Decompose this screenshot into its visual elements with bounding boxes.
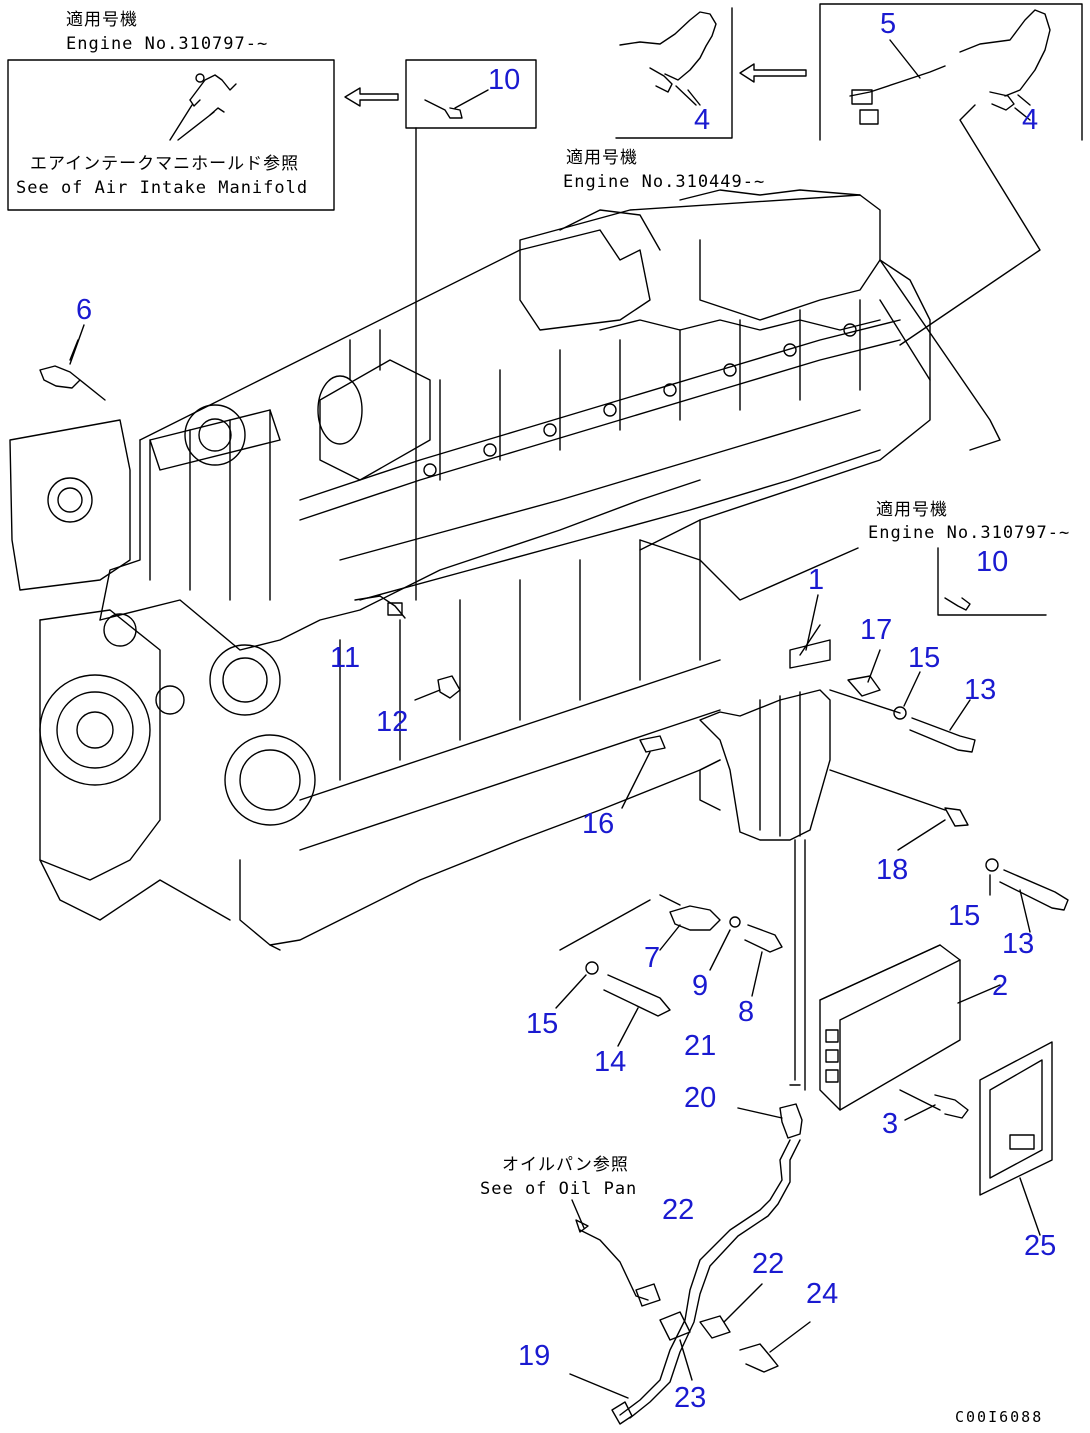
- oil-pan-harness: [571, 1139, 801, 1425]
- note-engine-no-2: Engine No.310449-~: [563, 172, 766, 192]
- note-see-en-1: See of Air Intake Manifold: [16, 178, 309, 198]
- callout-3: 3: [882, 1108, 899, 1140]
- callout-1: 1: [808, 564, 825, 596]
- note-see-jp-1: エアインテークマニホールド参照: [30, 154, 300, 174]
- detail-box-top-right: [819, 3, 1083, 346]
- part-6-sensor: [39, 339, 106, 401]
- part-25-sheet: [979, 1041, 1053, 1196]
- callout-19: 19: [518, 1340, 551, 1372]
- callout-9: 9: [692, 970, 709, 1002]
- arrow-left-1: [344, 87, 399, 107]
- drawing-code: C00I6088: [955, 1408, 1044, 1426]
- callout-17: 17: [860, 614, 893, 646]
- callout-21: 21: [684, 1030, 717, 1062]
- callout-15-b: 15: [948, 900, 981, 932]
- callout-11: 11: [330, 642, 361, 674]
- part-12-sensor: [414, 675, 461, 701]
- callout-4-top-center: 4: [694, 104, 711, 136]
- callout-13-upper: 13: [964, 674, 997, 706]
- part-7-sensor: [559, 894, 783, 953]
- callout-10-top: 10: [488, 64, 521, 96]
- callout-5: 5: [880, 8, 897, 40]
- callout-22-right: 22: [752, 1248, 785, 1280]
- callout-25: 25: [1024, 1230, 1057, 1262]
- part-1-harness-bracket: [639, 624, 976, 1091]
- part-14-bolt: [585, 961, 671, 1017]
- note-applicable-label-3: 適用号機: [876, 500, 948, 520]
- callout-12: 12: [376, 706, 409, 738]
- callout-24: 24: [806, 1278, 839, 1310]
- leader-lines: [69, 39, 1041, 1399]
- callout-2: 2: [992, 970, 1009, 1002]
- callout-22-left: 22: [662, 1194, 695, 1226]
- callout-23: 23: [674, 1382, 707, 1414]
- part-18-bracket: [829, 769, 1069, 911]
- callout-8: 8: [738, 996, 755, 1028]
- note-see-oil-pan-en: See of Oil Pan: [480, 1179, 638, 1199]
- note-engine-no-1: Engine No.310797-~: [66, 34, 269, 54]
- note-engine-no-3: Engine No.310797-~: [868, 523, 1071, 543]
- detail-top-center: [615, 7, 733, 139]
- callout-15-c: 15: [526, 1008, 559, 1040]
- engine-block: [9, 189, 1001, 951]
- note-box-top-left: [7, 59, 335, 211]
- detail-box-10-top: [405, 59, 537, 601]
- callout-20: 20: [684, 1082, 717, 1114]
- callout-6: 6: [76, 294, 93, 326]
- arrow-left-2: [739, 63, 807, 83]
- callout-16: 16: [582, 808, 615, 840]
- note-applicable-label-1: 適用号機: [66, 10, 138, 30]
- callout-7: 7: [644, 942, 661, 974]
- callout-15-a: 15: [908, 642, 941, 674]
- leader-11: [354, 595, 406, 619]
- callout-13-lower: 13: [1002, 928, 1035, 960]
- callout-4-top-right: 4: [1022, 104, 1039, 136]
- detail-box-10-right: [639, 539, 1047, 616]
- note-see-oil-pan-jp: オイルパン参照: [502, 1155, 629, 1175]
- note-applicable-label-2: 適用号機: [566, 148, 638, 168]
- callout-14: 14: [594, 1046, 627, 1078]
- part-20-fitting: [779, 1084, 803, 1139]
- part-2-controller: [819, 944, 969, 1119]
- callout-18: 18: [876, 854, 909, 886]
- callout-10-right: 10: [976, 546, 1009, 578]
